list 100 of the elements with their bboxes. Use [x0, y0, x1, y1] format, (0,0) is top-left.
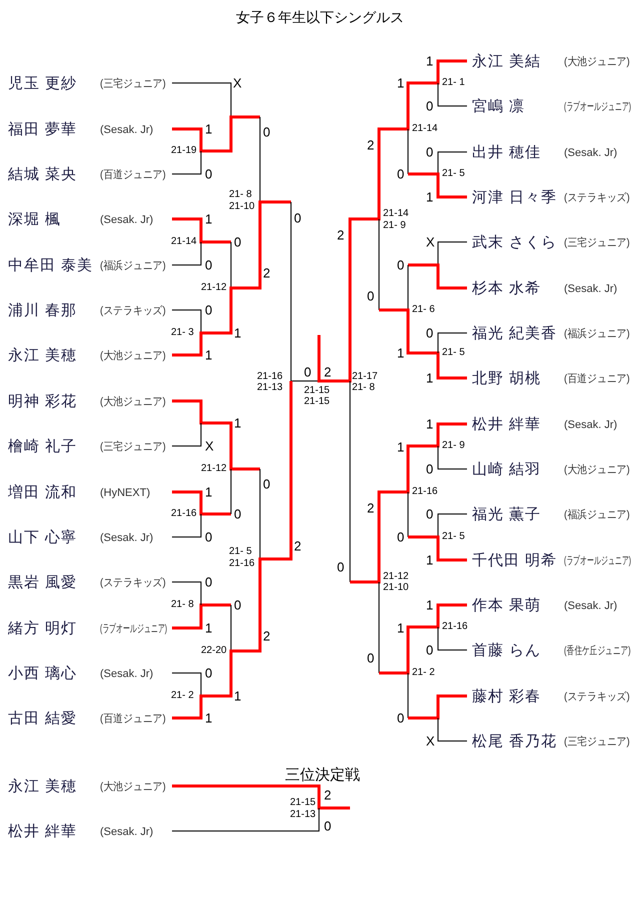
- game-score: 21-16: [412, 487, 438, 497]
- player-name: 松尾 香乃花: [472, 732, 558, 750]
- player-name: 福光 紀美香: [472, 324, 558, 342]
- round-score: 0: [397, 258, 404, 272]
- round-score: 2: [324, 788, 332, 802]
- player-name: 千代田 明希: [472, 550, 558, 570]
- game-score: 21- 9: [383, 221, 406, 231]
- round-score: 1: [426, 54, 434, 68]
- game-score: 21-12: [201, 283, 227, 293]
- round-score: 0: [205, 304, 212, 316]
- round-score: 1: [234, 416, 242, 430]
- round-score: 1: [397, 622, 404, 634]
- round-score: 1: [397, 346, 404, 360]
- club-name: (大池ジュニア): [564, 55, 630, 69]
- club-name: (大池ジュニア): [564, 463, 630, 477]
- round-score: 0: [426, 326, 434, 340]
- player-name: 宮嶋 凛: [472, 96, 526, 116]
- player-name: 福光 薫子: [472, 504, 542, 524]
- player-name: 永江 美結: [472, 52, 542, 70]
- game-score: 21-14: [383, 209, 409, 219]
- round-score: 0: [205, 530, 212, 544]
- round-score: 0: [205, 576, 212, 588]
- player-name: 北野 胡桃: [472, 368, 542, 388]
- game-score: 21- 1: [442, 78, 465, 88]
- round-score: X: [426, 236, 435, 248]
- round-score: 1: [205, 712, 212, 724]
- round-score: 1: [205, 486, 212, 498]
- club-name: (香住ケ丘ジュニア): [564, 644, 631, 658]
- player-name: 出井 穂佳: [472, 142, 542, 162]
- round-score: 0: [337, 560, 344, 574]
- round-score: 1: [426, 554, 434, 566]
- game-score: 21- 8: [171, 600, 194, 610]
- round-score: 0: [205, 258, 212, 272]
- club-name: (福浜ジュニア): [100, 259, 166, 273]
- round-score: 0: [294, 212, 302, 224]
- game-score: 21-13: [290, 810, 316, 820]
- club-name: (Sesak. Jr): [564, 600, 618, 612]
- player-name: 緒方 明灯: [8, 618, 78, 638]
- club-name: (三宅ジュニア): [100, 76, 166, 91]
- club-name: (ステラキッズ): [100, 576, 166, 590]
- game-score: 21-15: [290, 798, 316, 808]
- game-score: 21-16: [229, 559, 255, 569]
- club-name: (三宅ジュニア): [100, 440, 166, 454]
- player-name: 中牟田 泰美: [8, 256, 94, 274]
- round-score: X: [426, 734, 435, 748]
- round-score: 1: [426, 372, 434, 384]
- club-name: (Sesak. Jr): [100, 532, 154, 544]
- player-name: 首藤 らん: [472, 640, 542, 660]
- game-score: 21-10: [229, 202, 255, 212]
- round-score: 1: [205, 348, 212, 362]
- game-score: 21-16: [257, 372, 283, 382]
- club-name: (Sesak. Jr): [100, 124, 154, 136]
- club-name: (ラブオールジュニア): [564, 554, 632, 568]
- player-name: 永江 美穂: [8, 776, 78, 796]
- game-score: 21- 5: [442, 532, 465, 542]
- game-score: 21- 3: [171, 328, 194, 338]
- game-score: 21- 2: [171, 691, 194, 701]
- player-name: 明神 彩花: [8, 392, 78, 410]
- round-score: 0: [397, 168, 404, 180]
- game-score: 21- 5: [442, 169, 465, 179]
- player-name: 古田 結愛: [8, 708, 78, 728]
- game-score: 21-14: [171, 237, 197, 247]
- player-name: 永江 美穂: [8, 346, 78, 364]
- game-score: 21-17: [352, 372, 378, 382]
- club-name: (百道ジュニア): [100, 712, 166, 726]
- club-name: (Sesak. Jr): [564, 419, 618, 431]
- game-score: 21-16: [442, 622, 468, 632]
- round-score: 1: [426, 418, 434, 430]
- round-score: 1: [234, 326, 242, 340]
- player-name: 深堀 楓: [8, 210, 62, 228]
- round-score: 0: [426, 462, 434, 476]
- club-name: (大池ジュニア): [100, 349, 166, 363]
- player-name: 福田 夢華: [8, 120, 78, 138]
- round-score: 1: [205, 122, 212, 136]
- club-name: (百道ジュニア): [100, 168, 166, 182]
- club-name: (三宅ジュニア): [564, 734, 630, 749]
- round-score: 1: [205, 622, 212, 634]
- round-score: 2: [263, 630, 270, 642]
- match-heading: 三位決定戦: [285, 768, 360, 782]
- club-name: (Sesak. Jr): [100, 826, 154, 838]
- round-score: 1: [426, 190, 434, 204]
- round-score: 1: [397, 440, 404, 454]
- round-score: 2: [337, 228, 344, 242]
- round-score: 1: [426, 598, 434, 612]
- club-name: (福浜ジュニア): [564, 327, 630, 341]
- game-score: 21-12: [201, 464, 227, 474]
- club-name: (HyNEXT): [100, 487, 150, 499]
- round-score: 0: [205, 168, 212, 180]
- round-score: 0: [367, 652, 374, 664]
- player-name: 浦川 春那: [8, 300, 78, 320]
- player-name: 檜崎 礼子: [8, 436, 78, 456]
- game-score: 21-16: [171, 509, 197, 519]
- club-name: (Sesak. Jr): [100, 668, 154, 680]
- round-score: 2: [324, 366, 332, 378]
- round-score: 0: [205, 666, 212, 680]
- club-name: (Sesak. Jr): [100, 214, 154, 226]
- round-score: 2: [367, 138, 374, 152]
- round-score: 0: [234, 508, 242, 520]
- game-score: 21-15: [304, 386, 330, 396]
- player-name: 武末 さくら: [472, 232, 558, 252]
